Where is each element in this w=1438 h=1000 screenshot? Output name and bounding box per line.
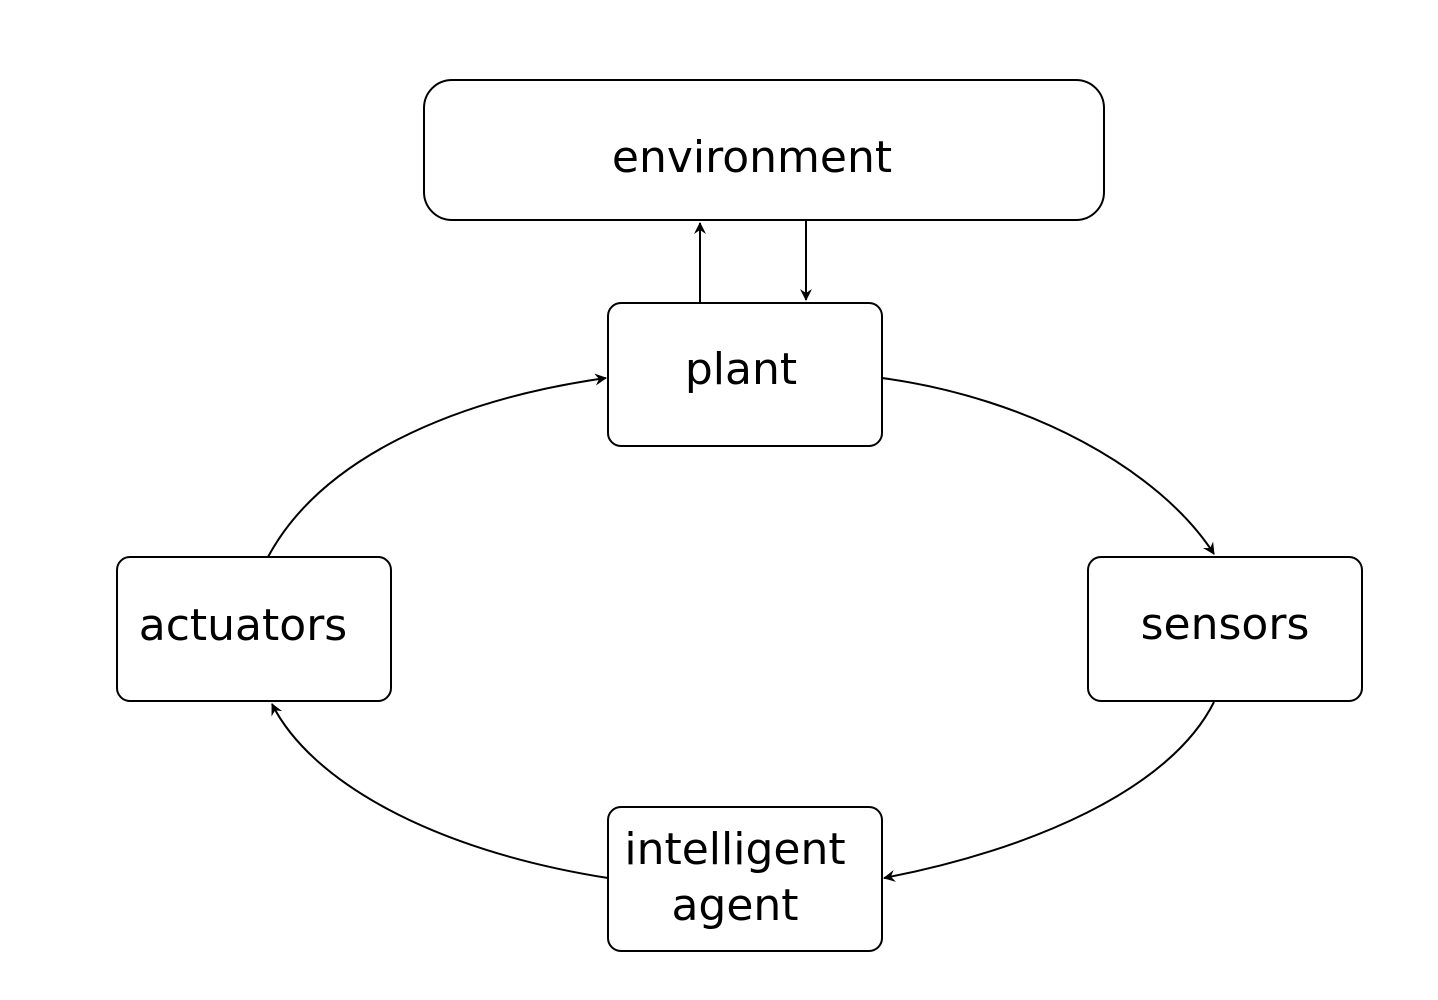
node-sensors-label: sensors (1141, 599, 1310, 650)
edge-plant-to-sensors (881, 377, 1215, 555)
node-sensors: sensors (1087, 556, 1363, 702)
node-intelligent-agent-label-line2: agent (671, 880, 798, 931)
edge-sensors-to-intelligent-agent (883, 701, 1215, 882)
node-environment-label: environment (612, 132, 892, 183)
edge-actuators-to-plant (267, 373, 607, 558)
node-actuators: actuators (116, 556, 392, 702)
node-intelligent-agent: intelligent agent (607, 806, 883, 952)
node-environment: environment (423, 79, 1105, 221)
node-actuators-label: actuators (139, 600, 347, 651)
node-plant-label: plant (685, 344, 797, 395)
node-plant: plant (607, 302, 883, 447)
edge-intelligent-agent-to-actuators (271, 703, 609, 879)
node-intelligent-agent-label-line1: intelligent (624, 824, 845, 875)
